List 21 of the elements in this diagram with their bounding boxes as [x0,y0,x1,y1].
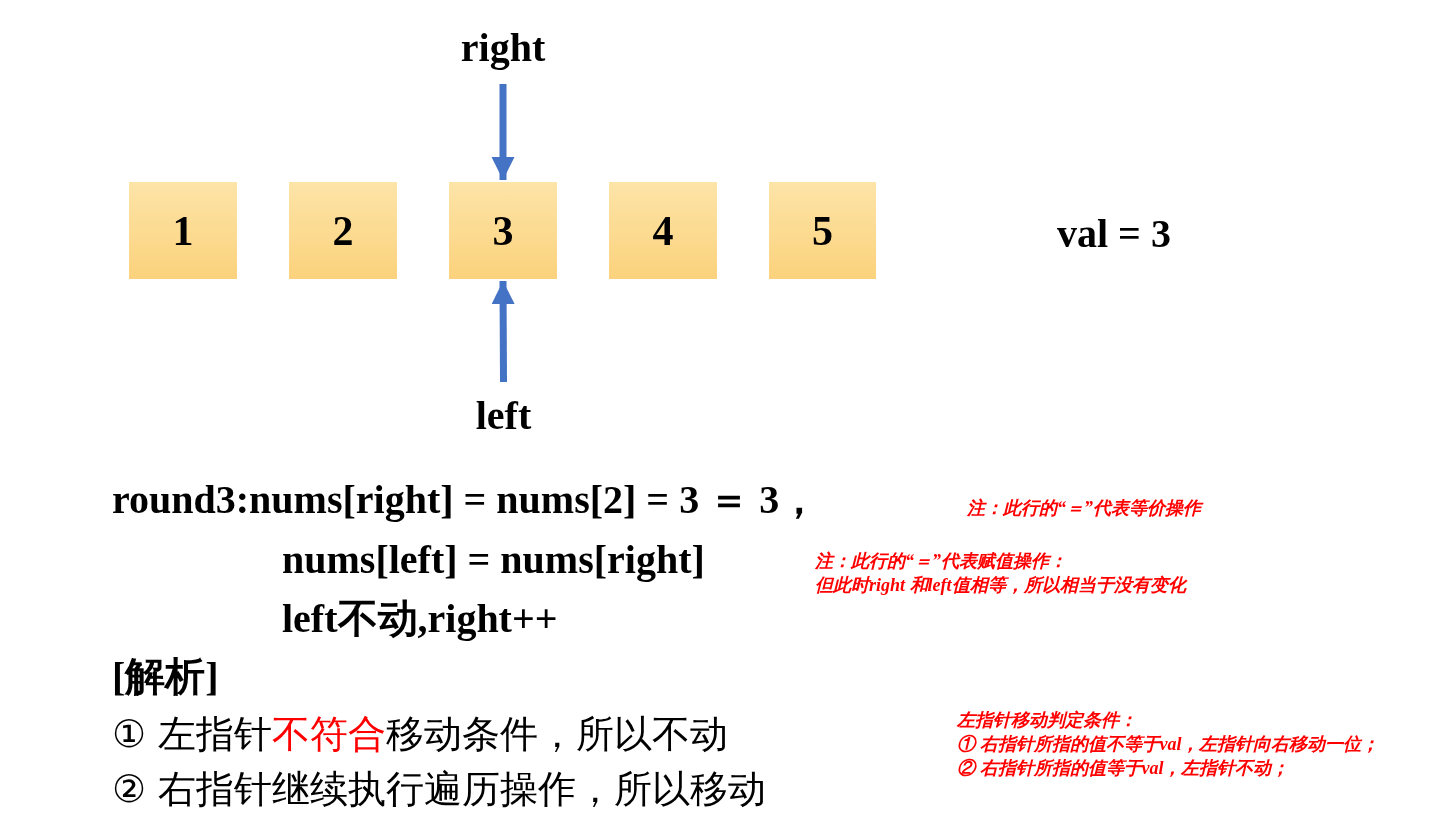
highlight-text: 不符合 [272,711,387,757]
pointer-label: left [466,394,541,438]
analysis-text: ② 右指针继续执行遍历操作，所以移动 [112,766,767,812]
note-text: 但此时right 和left值相等，所以相当于没有变化 [815,574,1186,596]
code-line: left不动,right++ [282,597,558,641]
array-cell: 5 [769,182,876,279]
note-text: ② 右指针所指的值等于val，左指针不动； [957,757,1290,779]
analysis-text: ① 左指针 [112,711,273,757]
pointer-label: right [448,26,558,70]
heading-text: [解析] [112,655,219,699]
analysis-text: 移动条件，所以不动 [386,711,729,757]
note-text: 左指针移动判定条件： [957,709,1137,731]
value-label: val = 3 [1057,212,1171,256]
note-text: ① 右指针所指的值不等于val，左指针向右移动一位； [957,733,1380,755]
array-cell: 2 [289,182,397,279]
array-cell: 1 [129,182,237,279]
note-text: 注：此行的“＝”代表赋值操作： [815,550,1067,572]
array-cell: 4 [609,182,717,279]
code-line: round3:nums[right] = nums[2] = 3 ＝ 3， [112,478,820,522]
code-line: nums[left] = nums[right] [282,538,705,582]
array-cell: 3 [449,182,557,279]
